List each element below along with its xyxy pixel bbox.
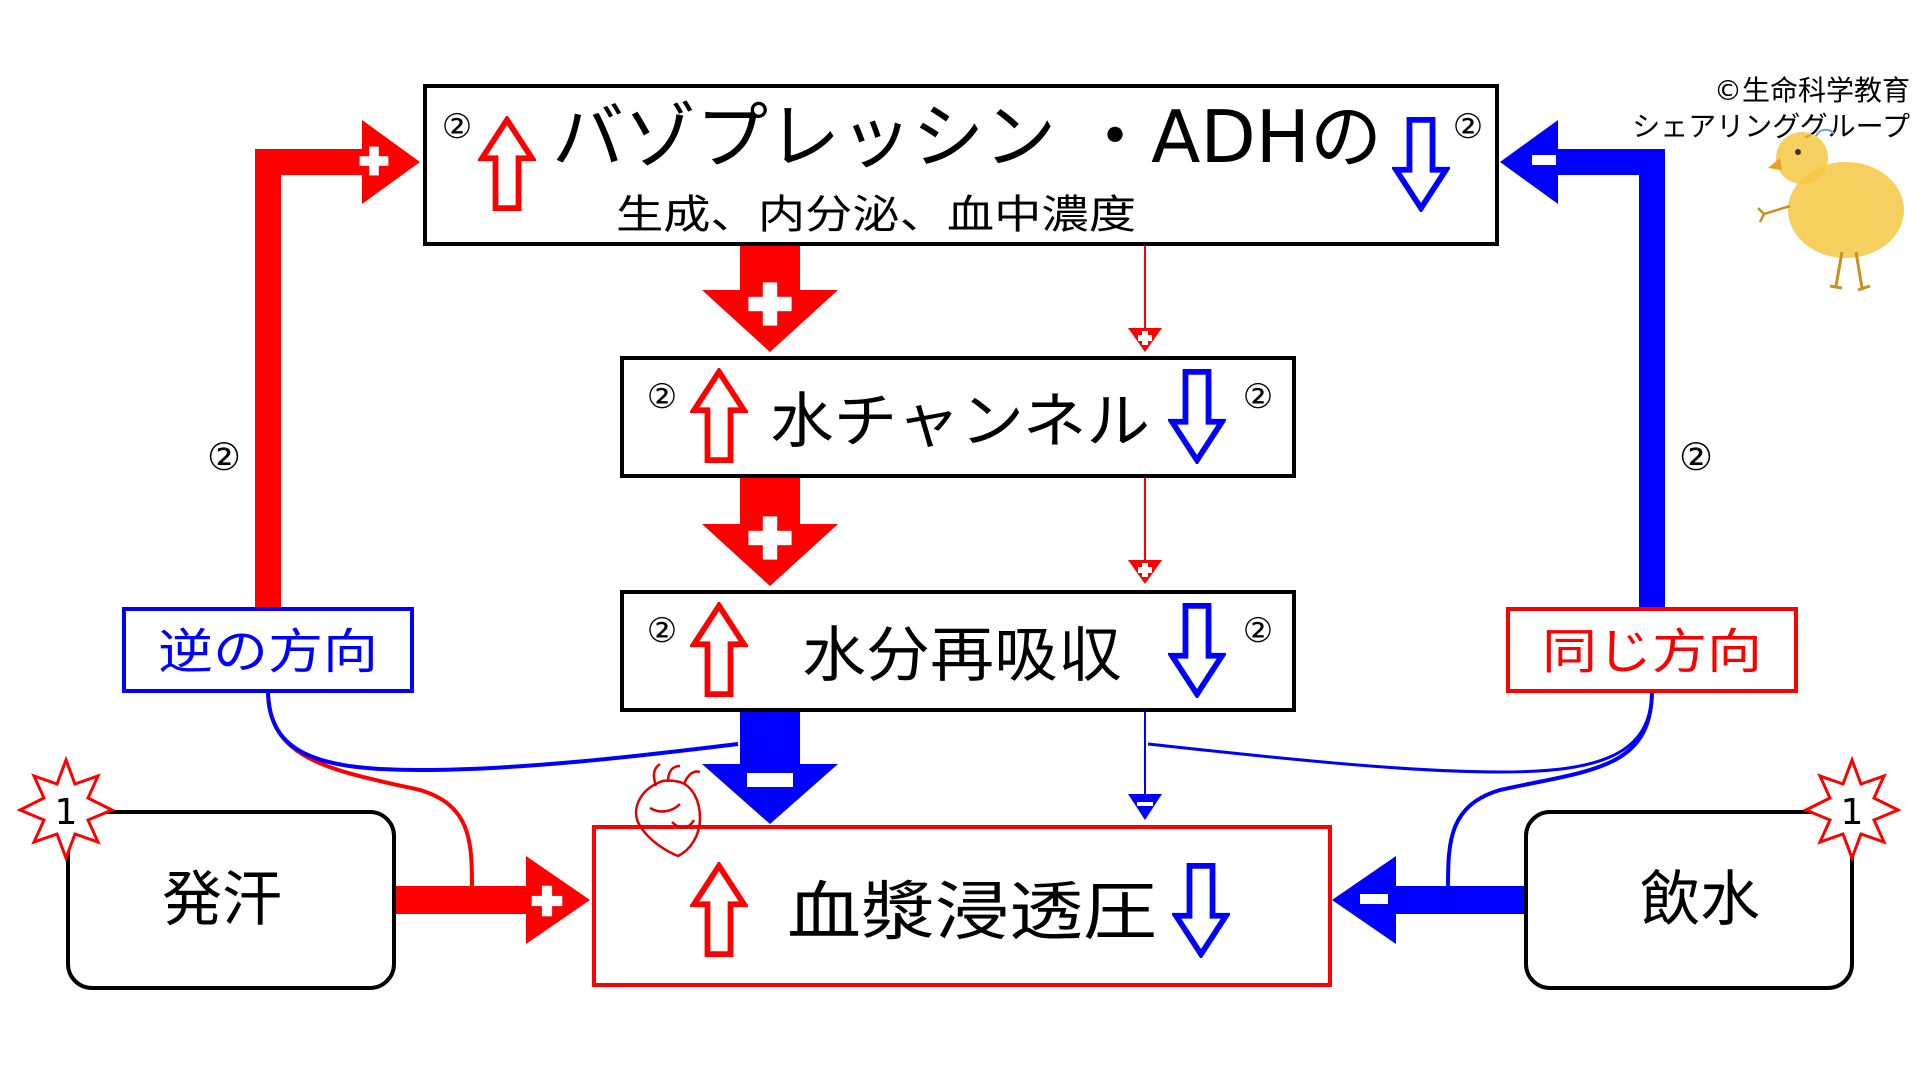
plasma-title: 血漿浸透圧 (787, 876, 1157, 950)
reabsorption-title: 水分再吸収 (802, 621, 1122, 691)
same-direction-text: 同じ方向 (1542, 624, 1762, 680)
left-feedback-path (255, 120, 420, 609)
same-direction-label: 同じ方向 (1506, 607, 1798, 693)
vasopressin-box: ② バゾプレッシン ・ADHの ② 生成、内分泌、血中濃度 (423, 84, 1499, 246)
minus-icon (1360, 894, 1388, 904)
heart-icon (634, 762, 702, 858)
circled-number: ② (647, 377, 677, 417)
circled-number: ② (647, 611, 677, 651)
vasopressin-subtitle: 生成、内分泌、血中濃度 (616, 192, 1136, 238)
plasma-box: 血漿浸透圧 (592, 825, 1332, 987)
minus-icon (747, 773, 793, 787)
badge-number: 1 (1841, 792, 1864, 833)
left-circled-number: ② (207, 435, 241, 479)
sweating-title: 発汗 (162, 865, 282, 935)
water-channel-box: ② 水チャンネル ② (620, 356, 1296, 478)
duck-icon (1757, 128, 1904, 292)
vasopressin-title: バゾプレッシン ・ADHの (552, 95, 1382, 179)
circled-number: ② (1243, 611, 1273, 651)
sweating-to-plasma-arrow (395, 856, 590, 944)
drinking-box: 飲水 (1524, 810, 1854, 990)
right-circled-number: ② (1679, 435, 1713, 479)
opposite-direction-label: 逆の方向 (122, 607, 414, 693)
reabsorption-box: ② 水分再吸収 ② (620, 590, 1296, 712)
thin-arrows (1128, 245, 1162, 820)
star-burst-icon: 1 (1802, 755, 1902, 863)
star-burst-icon: 1 (16, 755, 116, 863)
copyright-line2: シェアリンググループ (1632, 110, 1910, 143)
circled-number: ② (1453, 107, 1483, 147)
badge-number: 1 (55, 792, 78, 833)
opposite-direction-text: 逆の方向 (158, 624, 378, 680)
right-feedback-path (1500, 120, 1665, 609)
circled-number: ② (1243, 377, 1273, 417)
drinking-to-plasma-arrow (1332, 856, 1526, 944)
drinking-title: 飲水 (1640, 865, 1760, 935)
center-arrows (702, 242, 838, 824)
minus-icon (1532, 155, 1556, 165)
copyright-line1: ©生命科学教育 (1714, 74, 1910, 107)
water-channel-title: 水チャンネル (770, 387, 1150, 457)
curved-connectors (266, 689, 1654, 887)
sweating-box: 発汗 (66, 810, 396, 990)
circled-number: ② (442, 107, 472, 147)
